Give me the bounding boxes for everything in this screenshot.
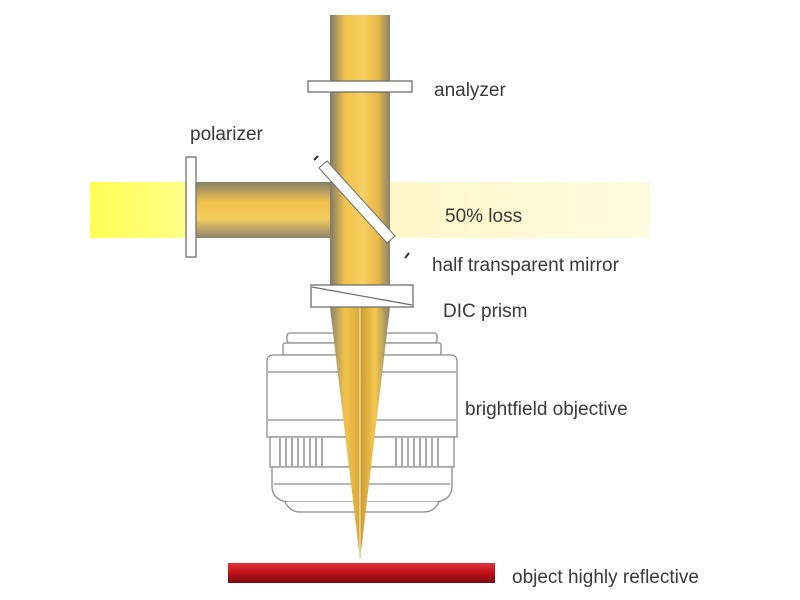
incoming-light-beam: [90, 182, 190, 238]
loss-beam: [388, 182, 650, 238]
objective-label: brightfield objective: [465, 399, 628, 420]
mirror-mark-bottom: [404, 252, 410, 259]
dic-prism: [310, 284, 414, 308]
reflective-object: [228, 563, 495, 583]
vertical-beam-top: [330, 15, 390, 81]
prism-label: DIC prism: [443, 301, 528, 322]
polarizer-plate: [185, 156, 197, 258]
mirror-mark-top: [313, 155, 319, 161]
horizontal-beam: [196, 182, 332, 238]
mirror-label: half transparent mirror: [432, 255, 619, 276]
beam-left-half: [330, 307, 360, 560]
analyzer-plate: [307, 80, 413, 93]
loss-label: 50% loss: [445, 206, 523, 227]
polarizer-label: polarizer: [190, 124, 263, 145]
beam-right-half: [360, 307, 390, 560]
half-transparent-mirror: [318, 160, 396, 244]
analyzer-label: analyzer: [434, 80, 506, 101]
object-label: object highly reflective: [512, 567, 699, 588]
